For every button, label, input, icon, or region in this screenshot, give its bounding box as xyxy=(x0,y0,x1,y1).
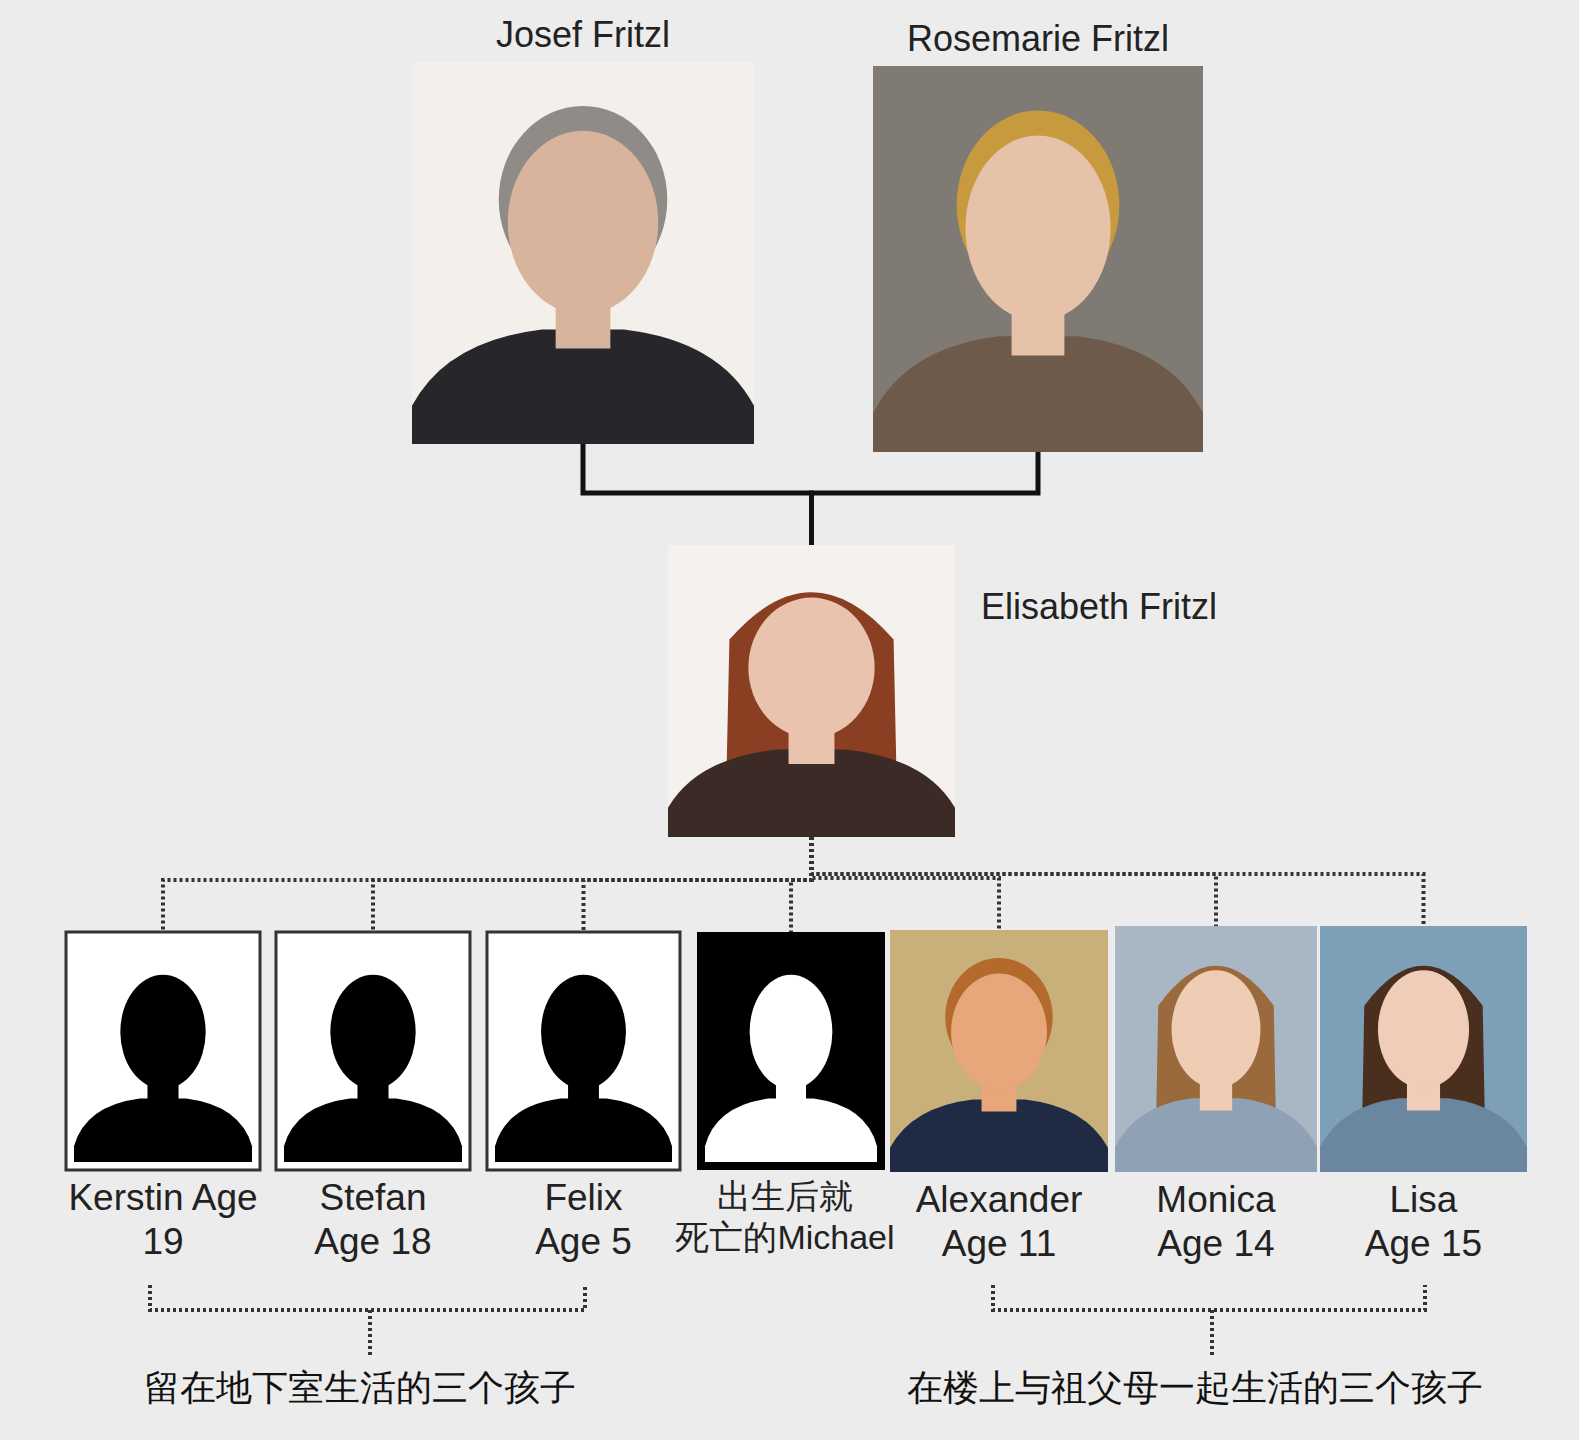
portrait-frame xyxy=(487,932,680,1170)
name-label: Lisa Age 15 xyxy=(1356,1178,1491,1267)
family-link xyxy=(373,837,812,932)
family-link xyxy=(812,837,1000,930)
portrait xyxy=(890,930,1108,1172)
portrait xyxy=(1115,926,1317,1172)
head xyxy=(508,131,658,314)
portrait-box: Monica Age 14 xyxy=(1115,926,1317,1172)
portrait xyxy=(487,932,680,1170)
name-label: 出生后就 死亡的Michael xyxy=(645,1176,925,1258)
family-link xyxy=(812,837,1217,926)
head xyxy=(951,974,1047,1090)
portrait-frame xyxy=(697,932,885,1170)
name-label: Stefan Age 18 xyxy=(286,1176,461,1265)
family-link xyxy=(812,837,1424,926)
name-label: Alexander Age 11 xyxy=(892,1178,1107,1267)
head xyxy=(541,975,626,1089)
portrait-frame xyxy=(1320,926,1527,1172)
portrait-frame xyxy=(1115,926,1317,1172)
group-bracket xyxy=(1210,1310,1214,1356)
portrait xyxy=(697,932,885,1170)
name-label: Kerstin Age 19 xyxy=(68,1176,258,1265)
portrait xyxy=(66,932,260,1170)
group-bracket xyxy=(993,1285,1425,1310)
group-caption: 留在地下室生活的三个孩子 xyxy=(144,1366,576,1409)
portrait xyxy=(276,932,470,1170)
head xyxy=(330,975,415,1089)
portrait-box: Rosemarie Fritzl xyxy=(873,66,1203,452)
portrait xyxy=(1320,926,1527,1172)
head xyxy=(120,975,205,1089)
portrait xyxy=(668,545,955,837)
head xyxy=(965,135,1110,320)
head xyxy=(748,598,874,738)
head xyxy=(1378,970,1469,1088)
portrait-frame xyxy=(668,545,955,837)
portrait-frame xyxy=(890,930,1108,1172)
name-label: Monica Age 14 xyxy=(1126,1178,1306,1267)
portrait-box: Alexander Age 11 xyxy=(890,930,1108,1172)
name-label: Josef Fritzl xyxy=(372,13,794,56)
silhouette-box: Felix Age 5 xyxy=(487,932,680,1170)
name-label: Elisabeth Fritzl xyxy=(981,585,1217,628)
family-link xyxy=(584,837,812,932)
family-link xyxy=(791,837,812,932)
family-link xyxy=(812,452,1039,545)
name-label: Rosemarie Fritzl xyxy=(833,17,1243,60)
head xyxy=(750,975,833,1089)
silhouette-box: 出生后就 死亡的Michael xyxy=(697,932,885,1170)
silhouette-box: Stefan Age 18 xyxy=(276,932,470,1170)
portrait xyxy=(412,62,754,444)
group-bracket xyxy=(368,1310,372,1358)
family-link xyxy=(163,837,812,932)
portrait-box: Lisa Age 15 xyxy=(1320,926,1527,1172)
portrait-frame xyxy=(412,62,754,444)
head xyxy=(1172,970,1261,1088)
name-label: Felix Age 5 xyxy=(511,1176,656,1265)
group-caption: 在楼上与祖父母一起生活的三个孩子 xyxy=(907,1366,1483,1409)
group-bracket xyxy=(150,1285,585,1310)
portrait xyxy=(873,66,1203,452)
portrait-frame xyxy=(276,932,470,1170)
silhouette-box: Kerstin Age 19 xyxy=(66,932,260,1170)
family-link xyxy=(583,444,812,545)
portrait-box: Josef Fritzl xyxy=(412,62,754,444)
portrait-box: Elisabeth Fritzl xyxy=(668,545,955,837)
portrait-frame xyxy=(873,66,1203,452)
portrait-frame xyxy=(66,932,260,1170)
